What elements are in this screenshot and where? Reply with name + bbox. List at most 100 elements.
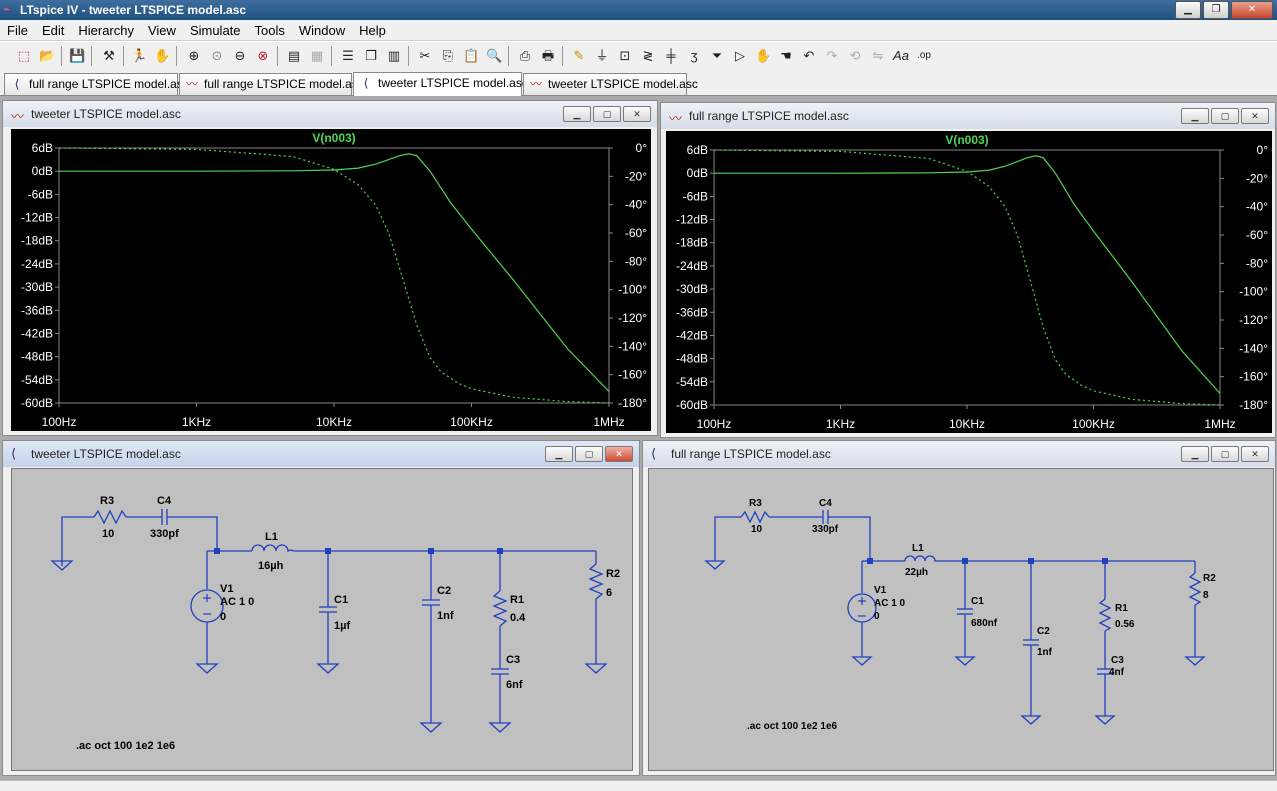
label-c1: C1: [334, 594, 348, 606]
maximize-button[interactable]: ▢: [593, 106, 621, 122]
maximize-button[interactable]: ▢: [1211, 108, 1239, 124]
tab-tweeter-waveform[interactable]: 〰tweeter LTSPICE model.asc: [523, 73, 698, 95]
find-icon[interactable]: 🔍: [486, 48, 503, 63]
close-button[interactable]: ✕: [623, 106, 651, 122]
halt-icon[interactable]: ✋: [154, 48, 171, 63]
y-tick-label: -6dB: [28, 187, 53, 201]
minimize-button[interactable]: ▁: [1181, 108, 1209, 124]
value-l1: 16µh: [258, 560, 284, 572]
run-icon[interactable]: 🏃: [131, 48, 148, 63]
menu-simulate[interactable]: Simulate: [189, 22, 241, 38]
schematic-drawing[interactable]: R3 10 C4 330pf L1 22µh V1 AC 1 0 0 C1 68…: [649, 469, 1273, 770]
tile-horizontal-icon[interactable]: ☰: [342, 48, 354, 63]
zoom-in-icon[interactable]: ⊕: [188, 48, 200, 63]
schematic-canvas[interactable]: R3 10 C4 330pf L1 16µh V1 AC 1 0 0 C1 1µ…: [11, 468, 633, 771]
control-panel-icon[interactable]: ⚒: [103, 48, 115, 63]
menu-edit[interactable]: Edit: [41, 22, 65, 38]
value-v1: AC 1 0: [874, 598, 906, 609]
x-tick-label: 100KHz: [1072, 417, 1115, 431]
label-c1: C1: [971, 596, 984, 607]
tile-vertical-icon[interactable]: ▥: [387, 48, 401, 63]
plot-window-full-range[interactable]: 〰 full range LTSPICE model.asc ▁ ▢ ✕ 6dB…: [660, 102, 1276, 438]
print-setup-icon[interactable]: ⎙: [519, 48, 531, 63]
open-folder-icon[interactable]: 📂: [39, 48, 56, 63]
save-icon[interactable]: 💾: [69, 48, 86, 63]
move-icon[interactable]: ✋: [755, 48, 772, 63]
schematic-drawing[interactable]: R3 10 C4 330pf L1 16µh V1 AC 1 0 0 C1 1µ…: [12, 469, 632, 770]
spice-directive-icon[interactable]: .op: [917, 50, 931, 61]
paste-icon[interactable]: 📋: [463, 48, 480, 63]
value-v1: AC 1 0: [220, 596, 254, 608]
new-schematic-icon[interactable]: ⬚: [17, 48, 31, 63]
window-title: LTspice IV - tweeter LTSPICE model.asc: [20, 3, 247, 17]
undo-icon[interactable]: ↶: [803, 48, 815, 63]
phase-trace: [58, 147, 610, 404]
restore-button[interactable]: ❐: [1203, 1, 1229, 19]
close-button[interactable]: ✕: [605, 446, 633, 462]
magnitude-trace: [714, 155, 1221, 394]
print-icon[interactable]: 🖶: [541, 48, 555, 63]
menu-file[interactable]: File: [7, 22, 28, 38]
wire-icon[interactable]: ✎: [573, 48, 585, 63]
x-tick-label: 100Hz: [42, 415, 77, 429]
menu-view[interactable]: View: [147, 22, 176, 38]
cut-icon[interactable]: ✂: [419, 48, 431, 63]
spice-directive[interactable]: .ac oct 100 1e2 1e6: [747, 721, 838, 732]
close-button[interactable]: ✕: [1241, 446, 1269, 462]
grid-icon[interactable]: ▦: [310, 48, 324, 63]
trace-name-label[interactable]: V(n003): [945, 133, 988, 147]
copy-icon[interactable]: ⎘: [442, 48, 454, 63]
capacitor-icon[interactable]: ╪: [666, 48, 676, 63]
menu-window[interactable]: Window: [298, 22, 346, 38]
plot-frame: [58, 147, 610, 404]
x-tick-label: 100Hz: [697, 417, 732, 431]
drag-icon[interactable]: ☚: [780, 48, 792, 63]
resistor-icon[interactable]: ≷: [642, 48, 654, 63]
menu-help[interactable]: Help: [359, 22, 386, 38]
zoom-out-icon[interactable]: ⊖: [234, 48, 246, 63]
tab-tweeter-schematic[interactable]: ⟨tweeter LTSPICE model.asc: [353, 72, 528, 96]
cascade-icon[interactable]: ❐: [365, 48, 377, 63]
maximize-button[interactable]: ▢: [1211, 446, 1239, 462]
spice-directive[interactable]: .ac oct 100 1e2 1e6: [76, 740, 175, 752]
value-v1-dc: 0: [220, 611, 226, 623]
component-icon[interactable]: ▷: [735, 48, 745, 63]
diode-icon[interactable]: ⏷: [711, 48, 723, 63]
label-net-icon[interactable]: ⊡: [619, 48, 631, 63]
rotate-icon[interactable]: ⟲: [849, 48, 861, 63]
ground-icon[interactable]: ⏚: [595, 48, 609, 63]
close-button[interactable]: ✕: [1231, 1, 1273, 19]
menu-hierarchy[interactable]: Hierarchy: [78, 22, 134, 38]
schematic-window-full-range[interactable]: ⟨ full range LTSPICE model.asc ▁ ▢ ✕: [642, 440, 1276, 776]
label-r1: R1: [1115, 603, 1128, 614]
inductor-icon[interactable]: ʒ: [690, 48, 698, 63]
zoom-fit-icon[interactable]: ⊗: [257, 48, 269, 63]
trace-name-label[interactable]: V(n003): [312, 131, 355, 145]
bode-plot[interactable]: 6dB0dB-6dB-12dB-18dB-24dB-30dB-36dB-42dB…: [11, 129, 651, 431]
schematic-icon: ⟨: [11, 446, 17, 461]
schematic-canvas[interactable]: R3 10 C4 330pf L1 22µh V1 AC 1 0 0 C1 68…: [648, 468, 1274, 771]
redo-icon[interactable]: ↷: [826, 48, 838, 63]
tab-full-range-schematic[interactable]: ⟨full range LTSPICE model.asc: [4, 73, 189, 95]
mirror-icon[interactable]: ⇋: [872, 48, 884, 63]
y-tick-label: -54dB: [21, 373, 53, 387]
maximize-button[interactable]: ▢: [575, 446, 603, 462]
close-button[interactable]: ✕: [1241, 108, 1269, 124]
menu-tools[interactable]: Tools: [254, 22, 285, 38]
minimize-button[interactable]: ▁: [545, 446, 573, 462]
schematic-window-tweeter[interactable]: ⟨ tweeter LTSPICE model.asc ▁ ▢ ✕: [2, 440, 640, 776]
minimize-button[interactable]: ▁: [1181, 446, 1209, 462]
zoom-pan-icon[interactable]: ⊙: [211, 48, 223, 63]
bode-plot[interactable]: 6dB0dB-6dB-12dB-18dB-24dB-30dB-36dB-42dB…: [666, 131, 1272, 433]
minimize-button[interactable]: ▁: [563, 106, 591, 122]
text-icon[interactable]: Aa: [893, 48, 909, 63]
label-r2: R2: [1203, 573, 1216, 584]
tab-full-range-waveform[interactable]: 〰full range LTSPICE model.asc: [179, 73, 364, 95]
autorange-icon[interactable]: ▤: [287, 48, 301, 63]
minimize-button[interactable]: ▁: [1175, 1, 1201, 19]
y2-tick-label: -20°: [625, 169, 647, 183]
